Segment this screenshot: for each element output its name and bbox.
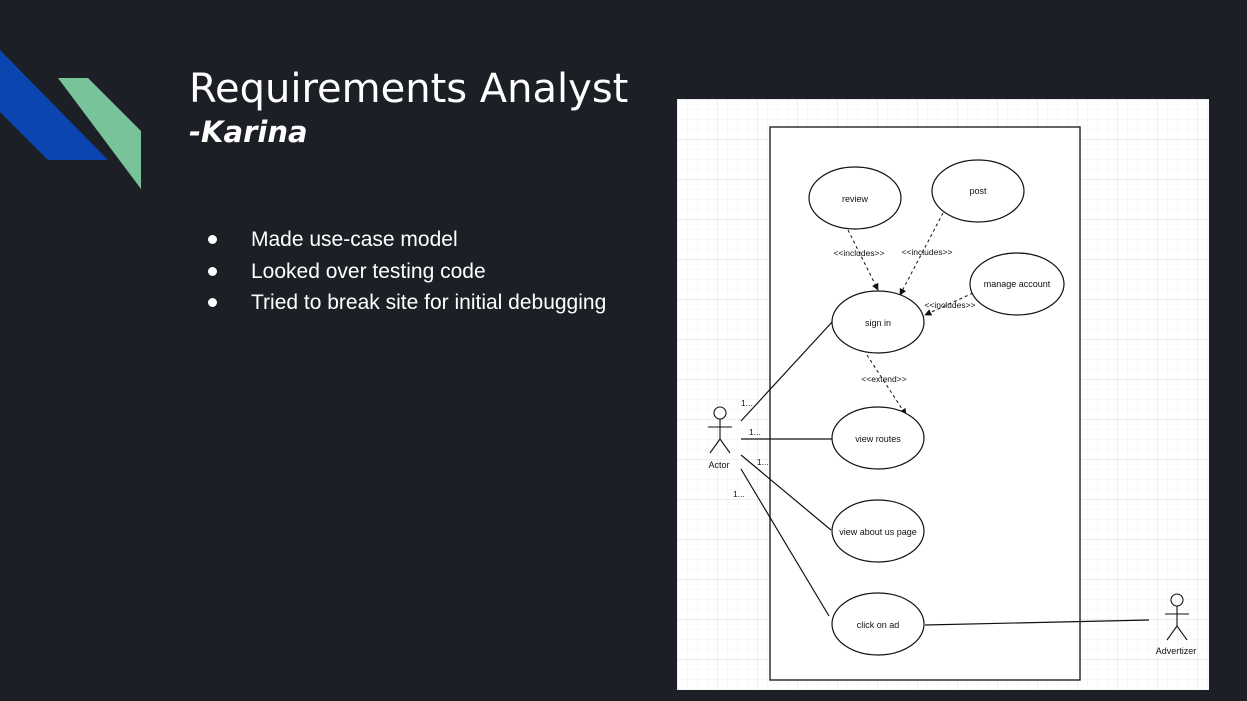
association-line	[924, 619, 1150, 626]
association-line	[740, 320, 834, 422]
includes-label: <<includes>>	[901, 247, 952, 257]
actor-stick-figure-icon	[708, 406, 732, 454]
slide-subtitle: -Karina	[189, 115, 308, 149]
use-case-label: post	[969, 186, 987, 196]
use-case-view-about-us: view about us page	[831, 499, 925, 563]
use-case-label: sign in	[865, 318, 891, 328]
bullet-item: Made use-case model	[205, 224, 606, 256]
use-case-label: click on ad	[857, 620, 900, 630]
bullet-text: Made use-case model	[251, 228, 458, 251]
includes-label: <<includes>>	[833, 248, 884, 258]
use-case-label: view about us page	[839, 527, 917, 537]
bullet-item: Tried to break site for initial debuggin…	[205, 287, 606, 319]
advertizer-stick-figure-icon	[1165, 593, 1189, 641]
use-case-manage-account: manage account	[969, 252, 1065, 316]
corner-decoration	[0, 50, 141, 189]
blue-stripe	[0, 50, 108, 160]
bullet-list: Made use-case model Looked over testing …	[205, 224, 606, 319]
slide-title: Requirements Analyst	[189, 66, 629, 112]
use-case-view-routes: view routes	[831, 406, 925, 470]
actor-label: Actor	[708, 460, 729, 470]
includes-arrow	[847, 229, 879, 291]
includes-arrow	[924, 292, 974, 316]
bullet-text: Tried to break site for initial debuggin…	[251, 291, 607, 314]
use-case-review: review	[808, 166, 902, 230]
bullet-item: Looked over testing code	[205, 256, 606, 288]
includes-label: <<includes>>	[924, 300, 975, 310]
bullet-dot-icon	[208, 235, 217, 244]
association-line	[740, 468, 830, 617]
multiplicity-label: 1...	[741, 398, 753, 408]
bullet-dot-icon	[208, 266, 217, 276]
bullet-text: Looked over testing code	[251, 259, 486, 283]
use-case-label: view routes	[855, 434, 901, 444]
use-case-post: post	[931, 159, 1025, 223]
advertizer-label: Advertizer	[1156, 646, 1197, 656]
bullet-dot-icon	[208, 298, 217, 307]
use-case-label: manage account	[984, 279, 1051, 289]
multiplicity-label: 1...	[757, 457, 769, 467]
multiplicity-label: 1...	[749, 427, 761, 437]
green-stripe	[58, 78, 141, 189]
use-case-diagram: review post manage account sign in view …	[677, 99, 1209, 690]
multiplicity-label: 1...	[733, 489, 745, 499]
use-case-sign-in: sign in	[831, 290, 925, 354]
use-case-click-on-ad: click on ad	[831, 592, 925, 656]
extend-label: <<extend>>	[861, 374, 906, 384]
association-line	[740, 454, 832, 531]
use-case-label: review	[842, 194, 869, 204]
